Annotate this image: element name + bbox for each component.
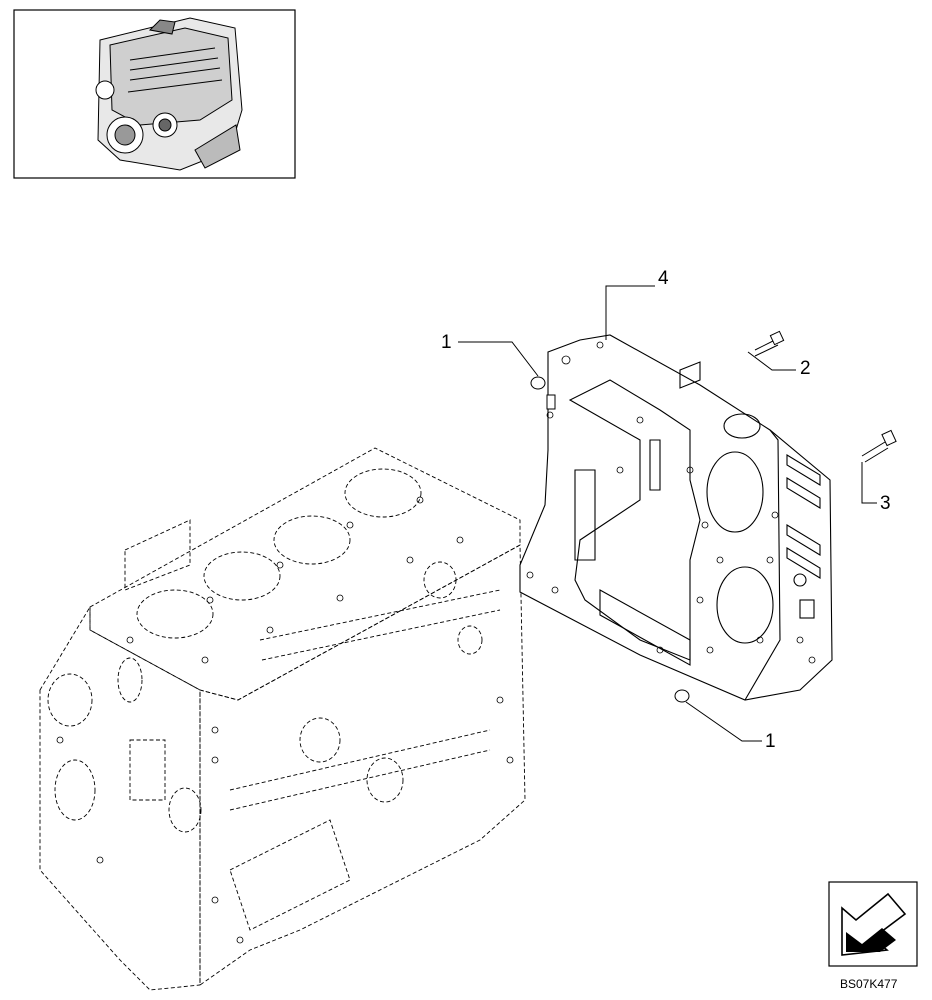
callout-2: 2 — [800, 358, 811, 379]
bolt-part-3 — [861, 429, 897, 463]
leader-lines — [458, 285, 877, 742]
callout-1-bottom: 1 — [765, 731, 776, 752]
bolt-part-2 — [754, 330, 785, 357]
engine-thumbnail-icon — [13, 9, 296, 179]
engine-block — [39, 447, 526, 991]
plug-part-1-bottom — [674, 689, 690, 703]
timing-cover-plate — [519, 334, 833, 701]
callout-4: 4 — [658, 268, 669, 289]
callout-1-top: 1 — [441, 332, 452, 353]
callout-3: 3 — [880, 493, 891, 514]
navigation-arrow-icon[interactable] — [828, 881, 918, 967]
plug-part-1-top — [530, 376, 556, 410]
drawing-code: BS07K477 — [840, 977, 898, 991]
